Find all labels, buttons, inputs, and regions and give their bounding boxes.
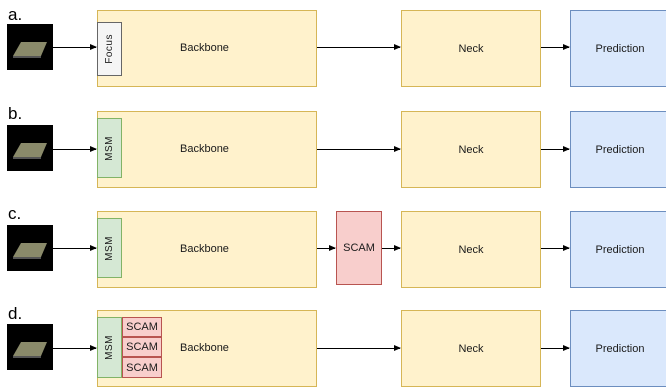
msm-module: MSM	[97, 317, 122, 378]
arrow	[541, 146, 570, 152]
arrow	[53, 146, 97, 152]
msm-module: MSM	[97, 218, 122, 278]
row-label: d.	[8, 304, 23, 323]
prediction-block: Prediction	[570, 10, 666, 87]
neck-block: Neck	[401, 211, 541, 288]
row-c: c. MSM Backbone SCAM Neck Prediction	[0, 200, 666, 288]
scam-module: SCAM	[336, 211, 382, 285]
row-b: b. MSM Backbone Neck Prediction	[0, 100, 666, 188]
backbone-label: Backbone	[180, 42, 229, 54]
row-d: d. MSM SCAM SCAM SCAM Backbone Neck Pred…	[0, 300, 666, 387]
msm-module: MSM	[97, 118, 122, 178]
arrow	[317, 44, 401, 50]
arrow	[317, 345, 401, 351]
neck-block: Neck	[401, 111, 541, 188]
arrow	[317, 245, 336, 251]
focus-module: Focus	[97, 22, 122, 76]
scam-cell: SCAM	[122, 317, 162, 337]
arrow	[382, 245, 401, 251]
input-image-thumbnail	[7, 324, 53, 370]
arrow	[541, 44, 570, 50]
arrow	[317, 146, 401, 152]
row-label: b.	[8, 104, 23, 123]
scam-cell: SCAM	[122, 357, 162, 378]
backbone-label: Backbone	[180, 243, 229, 255]
input-image-thumbnail	[7, 125, 53, 171]
row-label: c.	[8, 204, 22, 223]
arrow	[53, 345, 97, 351]
prediction-block: Prediction	[570, 111, 666, 188]
prediction-block: Prediction	[570, 310, 666, 387]
arrow	[53, 44, 97, 50]
backbone-block	[97, 10, 317, 87]
row-a: a. Focus Backbone Neck Prediction	[0, 0, 666, 87]
neck-block: Neck	[401, 10, 541, 87]
input-image-thumbnail	[7, 24, 53, 70]
arrow	[541, 345, 570, 351]
backbone-block	[97, 211, 317, 288]
input-image-thumbnail	[7, 225, 53, 271]
arrow	[541, 245, 570, 251]
backbone-label: Backbone	[180, 342, 229, 354]
backbone-label: Backbone	[180, 143, 229, 155]
backbone-block	[97, 111, 317, 188]
neck-block: Neck	[401, 310, 541, 387]
row-label: a.	[8, 5, 23, 24]
prediction-block: Prediction	[570, 211, 666, 288]
arrow	[53, 245, 97, 251]
scam-cell: SCAM	[122, 337, 162, 357]
